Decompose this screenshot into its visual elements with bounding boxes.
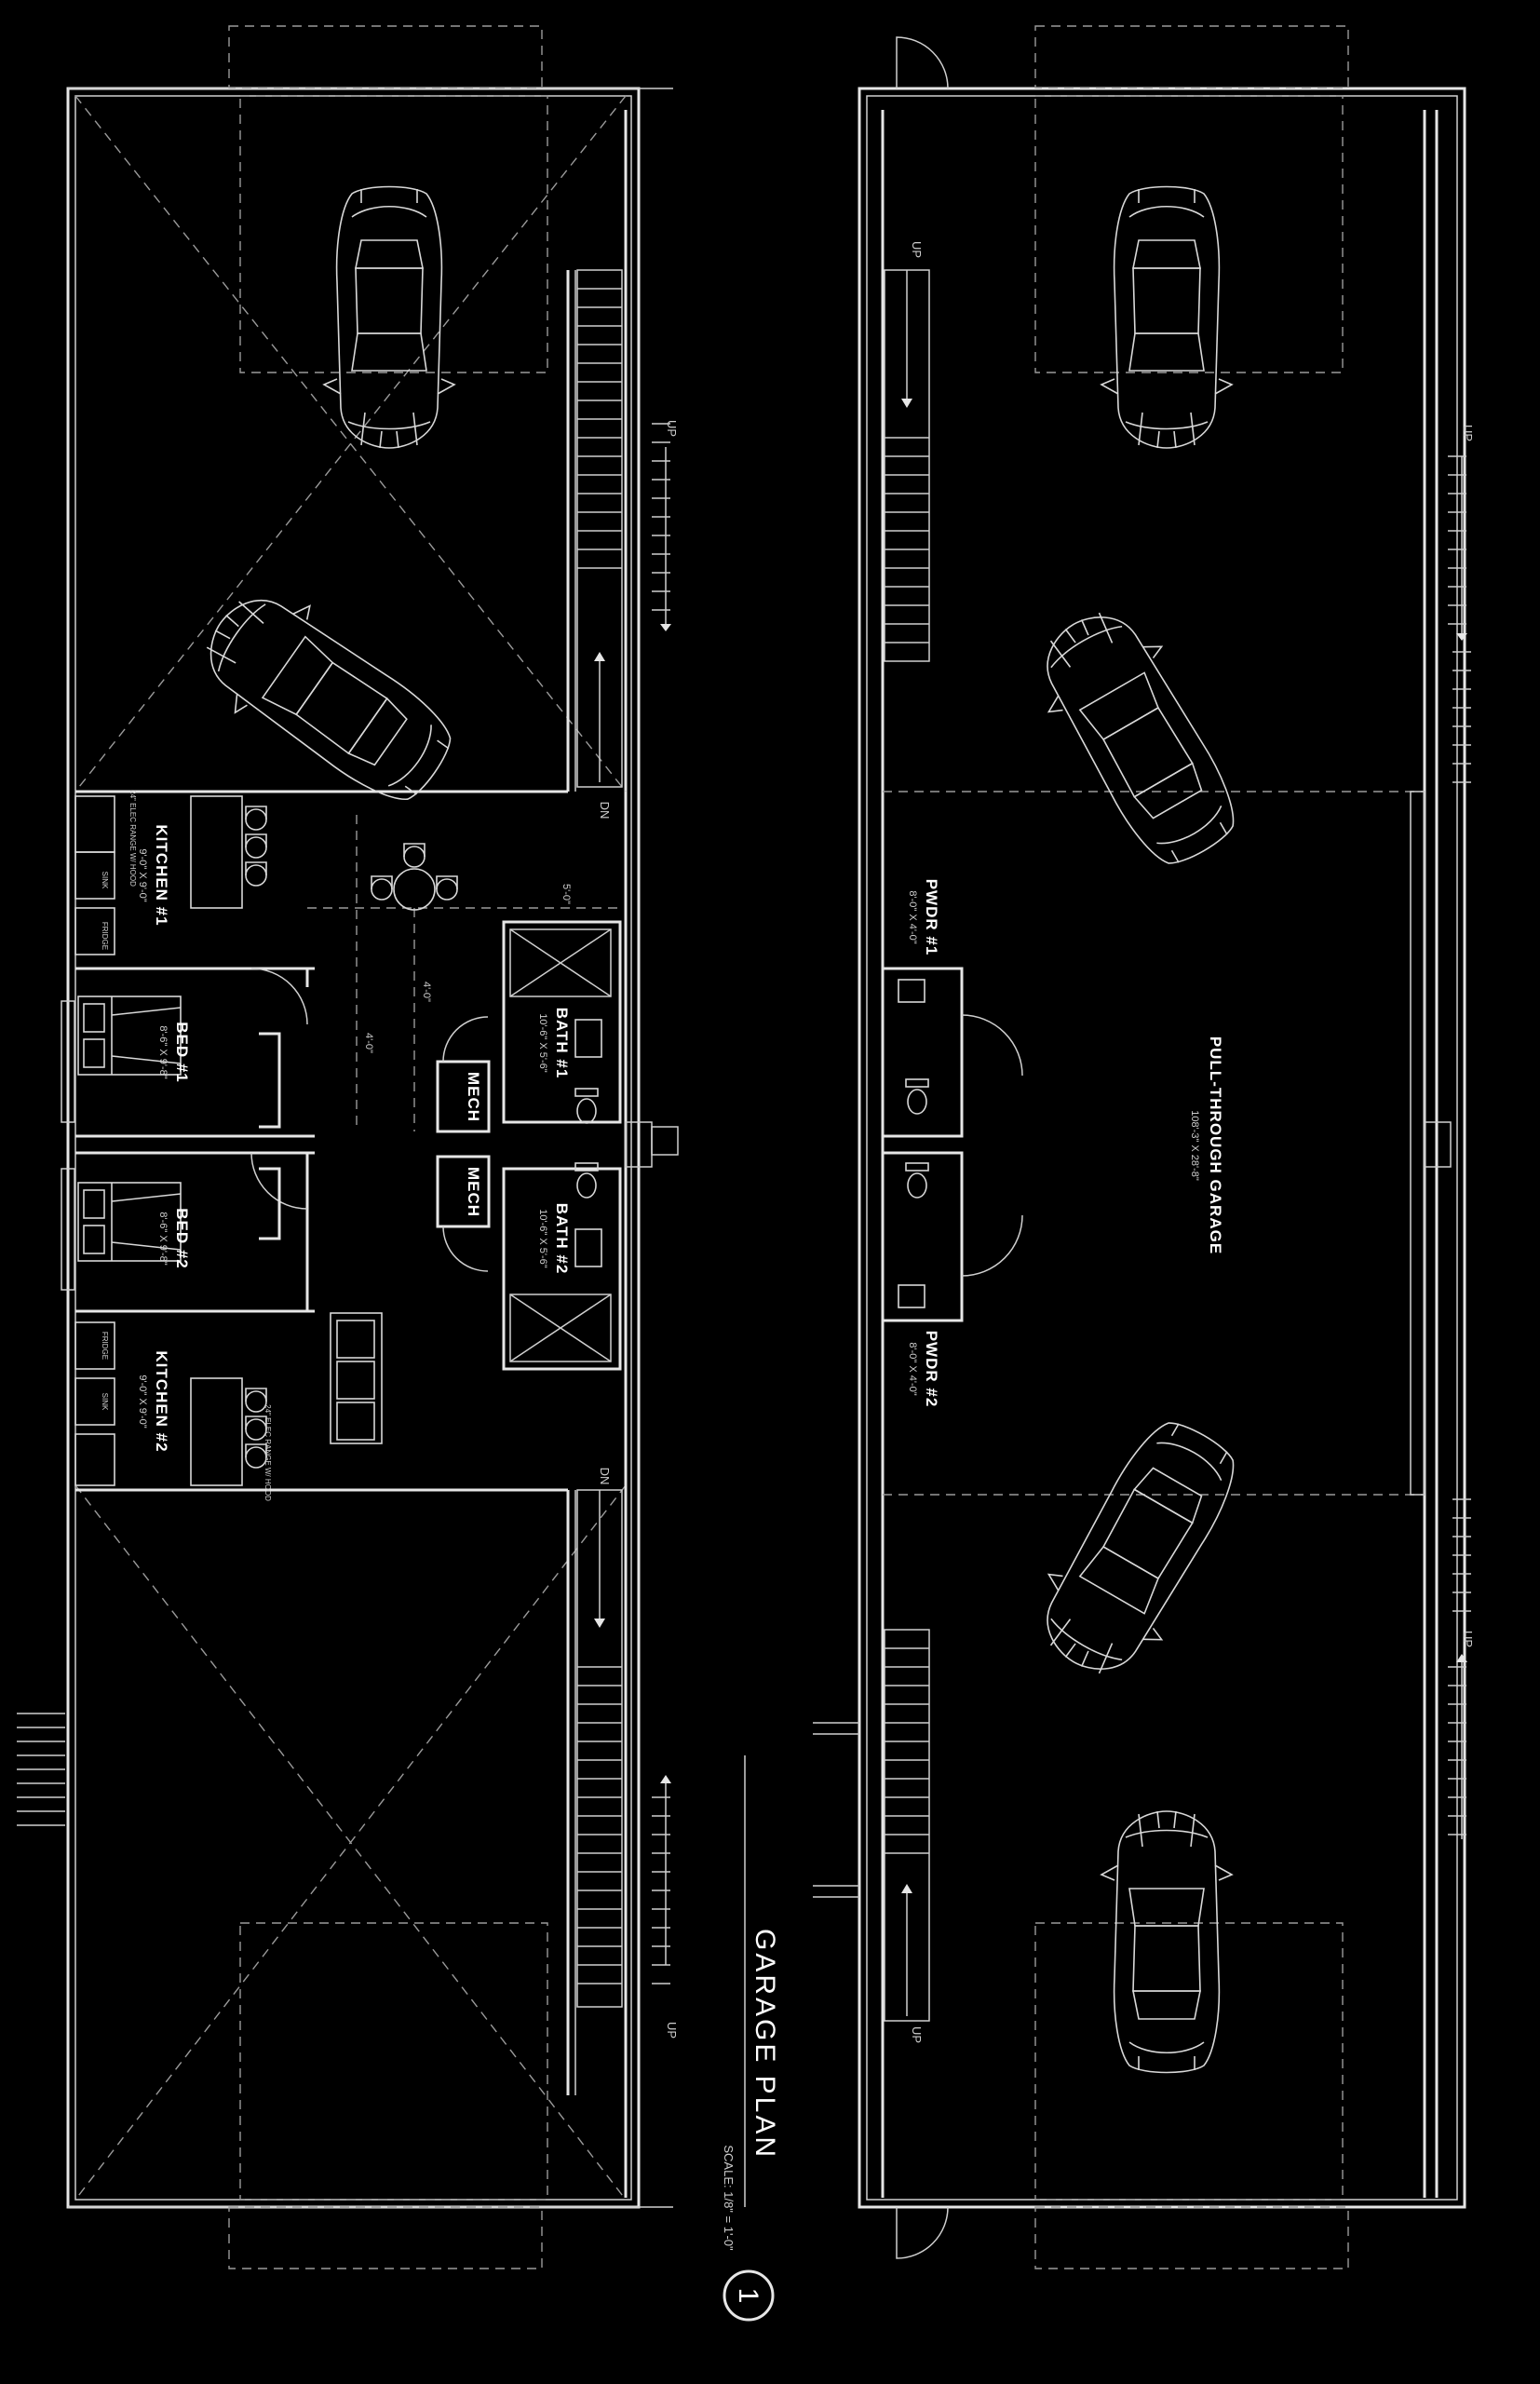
up-text-5: UP (665, 420, 679, 437)
plan-number: 1 (733, 2288, 763, 2304)
label-garage: PULL-THROUGH GARAGE 108'-3" X 28'-8" (1189, 1036, 1224, 1254)
title-block: GARAGE PLAN (750, 1929, 780, 2160)
mech-2-name: MECH (465, 1167, 482, 1217)
fridge-2-text: FRIDGE (101, 1332, 109, 1360)
bath-1-name: BATH #1 (553, 1008, 571, 1079)
bath-2-name: BATH #2 (553, 1203, 571, 1275)
dim-1: 5'-0" (561, 884, 572, 904)
label-bath-1: BATH #1 10'-6" X 5'-6" (537, 1008, 571, 1079)
stair-lower-right (884, 1629, 1467, 2022)
sink-1-text: SINK (101, 872, 109, 889)
label-mech-2: MECH (465, 1167, 482, 1217)
kitchen-2-size: 9'-0" X 9'-0" (137, 1375, 148, 1428)
pwdr-2-name: PWDR #2 (923, 1331, 940, 1408)
bath-1-size: 10'-6" X 5'-6" (537, 1013, 548, 1072)
stair-upper-right (884, 269, 1467, 662)
dim-1-text: 5'-0" (561, 884, 572, 904)
car-right-4 (1101, 1810, 1233, 2074)
up-label-2: UP (910, 2026, 924, 2043)
mech-1-name: MECH (465, 1072, 482, 1122)
car-right-1 (1101, 185, 1233, 449)
fridge-note-1: FRIDGE (101, 922, 109, 950)
kitchen-1-size: 9'-0" X 9'-0" (137, 848, 148, 901)
range-note-1: 24" ELEC RANGE W/ HOOD (128, 790, 137, 887)
label-kitchen-1: KITCHEN #1 9'-0" X 9'-0" (137, 824, 170, 926)
label-mech-1: MECH (465, 1072, 482, 1122)
dim-3: 4'-0" (363, 1033, 374, 1053)
dim-3-text: 4'-0" (363, 1033, 374, 1053)
range-note-2: 24" ELEC RANGE W/ HOOD (263, 1404, 272, 1501)
up-text-2: UP (910, 2026, 924, 2043)
dn-label-1: DN (598, 802, 612, 820)
plan-title: GARAGE PLAN (750, 1929, 780, 2160)
label-pwdr-1: PWDR #1 8'-0" X 4'-0" (907, 879, 940, 956)
garage-size: 108'-3" X 28'-8" (1189, 1110, 1200, 1181)
up-label-6: UP (665, 2022, 679, 2039)
pwdr-1-size: 8'-0" X 4'-0" (907, 890, 918, 943)
dn-text-2: DN (598, 1468, 612, 1485)
up-label-1: UP (910, 241, 924, 258)
car-right-3 (1016, 1402, 1262, 1696)
stair-lower-left (576, 1489, 671, 2008)
bath-2-size: 10'-6" X 5'-6" (537, 1209, 548, 1267)
plan-number-circle (723, 2269, 775, 2322)
bed-1-name: BED #1 (173, 1022, 191, 1083)
pwdr-1-name: PWDR #1 (923, 879, 940, 956)
label-pwdr-2: PWDR #2 8'-0" X 4'-0" (907, 1331, 940, 1408)
fridge-1-text: FRIDGE (101, 922, 109, 950)
car-left-2 (182, 568, 473, 827)
stair-upper-left (576, 269, 671, 788)
garage-name: PULL-THROUGH GARAGE (1207, 1036, 1224, 1254)
up-label-4: UP (1461, 1631, 1475, 1647)
kitchen-1-name: KITCHEN #1 (153, 824, 170, 926)
sink-note-1: SINK (101, 872, 109, 889)
dn-label-2: DN (598, 1468, 612, 1485)
plan-number-text: 1 (733, 2288, 763, 2304)
label-bed-2: BED #2 8'-6" X 9'-8" (157, 1208, 191, 1269)
dim-2: 4'-0" (421, 982, 432, 1002)
up-text-6: UP (665, 2022, 679, 2039)
up-text-4: UP (1461, 1631, 1475, 1647)
kitchen-2-name: KITCHEN #2 (153, 1350, 170, 1452)
label-bath-2: BATH #2 10'-6" X 5'-6" (537, 1203, 571, 1275)
up-text-3: UP (1461, 425, 1475, 441)
car-left-1 (323, 185, 455, 449)
up-label-5: UP (665, 420, 679, 437)
bed-2-name: BED #2 (173, 1208, 191, 1269)
pwdr-2-size: 8'-0" X 4'-0" (907, 1342, 918, 1395)
scale-text: SCALE: 1/8" = 1'-0" (722, 2145, 736, 2251)
right-plan (813, 25, 1471, 2269)
bed-1-size: 8'-6" X 9'-8" (157, 1025, 169, 1078)
up-text-1: UP (910, 241, 924, 258)
range-1-text: 24" ELEC RANGE W/ HOOD (128, 790, 137, 887)
label-bed-1: BED #1 8'-6" X 9'-8" (157, 1022, 191, 1083)
up-label-3: UP (1461, 425, 1475, 441)
sink-note-2: SINK (101, 1393, 109, 1411)
scale-note: SCALE: 1/8" = 1'-0" (722, 2145, 736, 2251)
dim-2-text: 4'-0" (421, 982, 432, 1002)
car-right-2 (1016, 590, 1262, 885)
range-2-text: 24" ELEC RANGE W/ HOOD (263, 1404, 272, 1501)
sink-2-text: SINK (101, 1393, 109, 1411)
dn-text-1: DN (598, 802, 612, 820)
left-plan (17, 25, 679, 2269)
fridge-note-2: FRIDGE (101, 1332, 109, 1360)
bed-2-size: 8'-6" X 9'-8" (157, 1212, 169, 1265)
label-kitchen-2: KITCHEN #2 9'-0" X 9'-0" (137, 1350, 170, 1452)
